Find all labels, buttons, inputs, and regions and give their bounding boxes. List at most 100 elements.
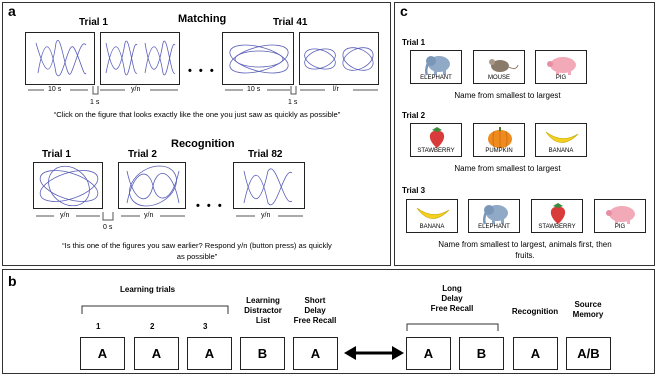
recognition-time-yn-1: y/n <box>60 212 70 219</box>
lissajous-figure <box>229 44 289 74</box>
recognition-trial-2-label: Trial 2 <box>128 149 157 160</box>
matching-time-yn: y/n <box>131 86 141 93</box>
recognition-instruction-line-1: “Is this one of the figures you saw earl… <box>62 241 332 250</box>
recognition-box: A <box>513 337 558 370</box>
recognition-trial-82-label: Trial 82 <box>248 149 283 160</box>
strawberry-icon <box>550 203 566 224</box>
source-memory-label-line-2: Memory <box>572 310 604 319</box>
c-trial-2-caption: Name from smallest to largest <box>454 164 561 173</box>
c-trial-3-caption-line-1: Name from smallest to largest, animals f… <box>438 240 612 249</box>
learning-trial-1-box: A <box>80 337 125 370</box>
matching-ellipsis: • • • <box>188 65 216 77</box>
c-card-strawberry: STAWBERRY <box>410 123 462 157</box>
banana-icon <box>416 207 450 219</box>
matching-instruction: “Click on the figure that looks exactly … <box>53 110 341 119</box>
strawberry-icon <box>429 127 445 148</box>
c-card-pig: PIG <box>535 50 587 84</box>
c-card-label: BANANA <box>419 224 445 230</box>
recognition-timeline <box>36 212 303 221</box>
source-memory-box: A/B <box>566 337 611 370</box>
long-delay-box-a: A <box>406 337 451 370</box>
long-delay-box-b: B <box>459 337 504 370</box>
long-delay-label-line-1: Long <box>442 284 462 293</box>
c-card-elephant: ELEPHANT <box>410 50 462 84</box>
c-card-pig-3: PIG <box>594 199 646 233</box>
learning-trials-label: Learning trials <box>120 285 176 294</box>
c-card-label: PIG <box>614 224 626 230</box>
c-card-elephant-3: ELEPHANT <box>468 199 520 233</box>
elephant-icon <box>424 56 450 76</box>
c-card-label: ELEPHANT <box>420 75 452 81</box>
source-memory-label-line-1: Source <box>574 300 602 309</box>
distractor-list-box: B <box>240 337 285 370</box>
c-card-label: STAWBERRY <box>417 148 455 154</box>
learning-trial-number-1: 1 <box>96 322 101 331</box>
panel-a-label: a <box>8 3 16 19</box>
matching-study-figure-1 <box>25 32 95 85</box>
long-delay-label-line-2: Delay <box>441 294 463 303</box>
lissajous-figure <box>126 165 180 207</box>
recognition-time-yn-2: y/n <box>144 212 154 219</box>
lissajous-choices <box>304 47 374 71</box>
c-card-banana-3: BANANA <box>406 199 458 233</box>
long-delay-label-line-3: Free Recall <box>430 304 474 313</box>
c-card-label: MOUSE <box>487 75 510 81</box>
c-card-mouse: MOUSE <box>473 50 525 84</box>
c-trial-3-caption-line-2: fruits. <box>515 251 535 260</box>
lissajous-figure <box>35 40 87 77</box>
c-card-banana: BANANA <box>535 123 587 157</box>
c-card-label: PIG <box>555 75 567 81</box>
short-delay-label-line-2: Delay <box>304 306 326 315</box>
distractor-label-line-3: List <box>255 316 271 325</box>
matching-study-figure-41 <box>222 32 294 85</box>
short-delay-label-line-1: Short <box>304 296 326 305</box>
recognition-ellipsis: • • • <box>196 200 224 212</box>
panel-c-label: c <box>400 3 408 19</box>
recognition-figure-82 <box>233 162 305 209</box>
matching-choice-figures-41 <box>299 32 379 85</box>
recognition-instruction-line-2: as possible” <box>176 252 218 261</box>
c-card-strawberry-3: STAWBERRY <box>531 199 583 233</box>
learning-trial-number-2: 2 <box>150 322 155 331</box>
matching-delay-1: 1 s <box>90 99 100 106</box>
matching-time-10s-2: 10 s <box>247 86 261 93</box>
recognition-delay: 0 s <box>103 224 113 231</box>
matching-timeline <box>28 86 378 95</box>
recognition-title: Recognition <box>171 138 235 150</box>
c-card-label: ELEPHANT <box>478 224 510 230</box>
panel-b-label: b <box>8 273 17 289</box>
recognition-trial-1-label: Trial 1 <box>42 149 71 160</box>
c-trial-1-caption: Name from smallest to largest <box>454 91 561 100</box>
distractor-label-line-2: Distractor <box>244 306 282 315</box>
lissajous-figure <box>243 168 293 206</box>
matching-choice-figures-1 <box>100 32 180 85</box>
matching-trial-1-label: Trial 1 <box>79 17 108 28</box>
learning-trial-2-box: A <box>134 337 179 370</box>
learning-trial-number-3: 3 <box>203 322 208 331</box>
c-card-label: PUMPKIN <box>485 148 513 154</box>
matching-time-10s-1: 10 s <box>48 86 62 93</box>
recognition-figure-1 <box>33 162 103 209</box>
matching-trial-41-label: Trial 41 <box>273 17 308 28</box>
elephant-icon <box>482 205 508 225</box>
matching-delay-2: 1 s <box>288 99 298 106</box>
short-delay-box: A <box>293 337 338 370</box>
c-card-pumpkin: PUMPKIN <box>473 123 525 157</box>
matching-time-lr: l/r <box>333 86 339 93</box>
distractor-label-line-1: Learning <box>246 296 280 305</box>
banana-icon <box>545 131 579 143</box>
matching-title: Matching <box>178 13 227 25</box>
recognition-time-yn-3: y/n <box>261 212 271 219</box>
mouse-icon <box>489 59 519 72</box>
learning-trial-3-box: A <box>187 337 232 370</box>
pig-icon <box>547 57 576 75</box>
lissajous-figure <box>39 165 99 207</box>
c-card-label: STAWBERRY <box>538 224 576 230</box>
c-card-label: BANANA <box>548 148 574 154</box>
c-trial-3-title: Trial 3 <box>402 186 426 195</box>
pig-icon <box>606 206 635 224</box>
c-trial-1-title: Trial 1 <box>402 38 426 47</box>
c-trial-2-title: Trial 2 <box>402 111 426 120</box>
